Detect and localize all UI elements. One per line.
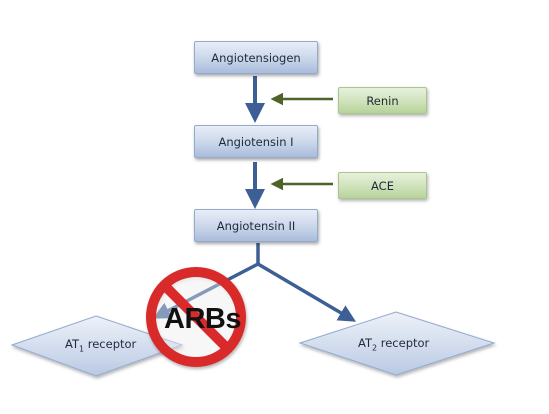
at2-receptor-shape <box>298 311 496 376</box>
arbs-label: ARBs <box>164 303 241 335</box>
node-angiotensinogen: Angiotensiogen <box>194 41 318 74</box>
arrow-to-at2 <box>257 262 357 322</box>
at2-receptor-label: AT2 receptor <box>358 336 430 353</box>
at1-receptor-label: AT1 receptor <box>65 337 137 354</box>
node-angiotensin-1: Angiotensin I <box>194 125 318 158</box>
no-sign-icon <box>146 267 246 367</box>
node-angiotensin-2: Angiotensin II <box>194 209 318 242</box>
enzyme-renin: Renin <box>338 87 427 114</box>
enzyme-ace: ACE <box>338 172 427 199</box>
